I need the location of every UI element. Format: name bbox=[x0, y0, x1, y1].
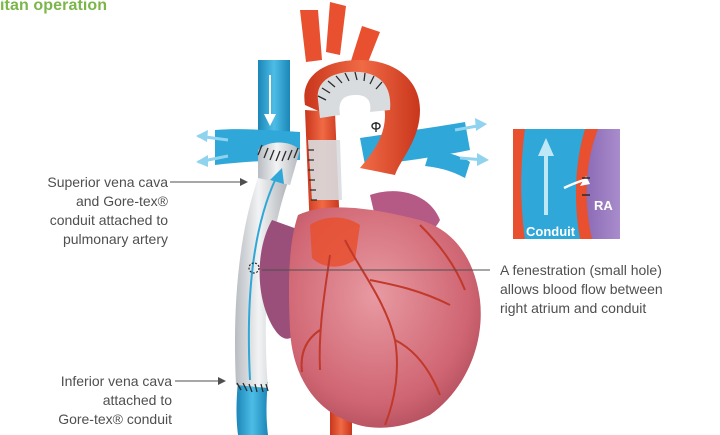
pulmonary-branch-lower bbox=[425, 150, 470, 178]
inset-ra-label: RA bbox=[594, 198, 613, 213]
ivc-label-line-2: attached to bbox=[0, 391, 172, 410]
ivc-label-line-1: Inferior vena cava bbox=[0, 372, 172, 391]
aortic-branch-2 bbox=[326, 2, 346, 55]
fenestration-label-line-1: A fenestration (small hole) bbox=[500, 261, 720, 280]
fenestration-label-line-3: right atrium and conduit bbox=[500, 299, 720, 318]
inset-conduit-label: Conduit bbox=[526, 224, 576, 239]
pulmonary-trunk-base bbox=[310, 218, 360, 267]
fenestration-label: A fenestration (small hole) allows blood… bbox=[500, 261, 720, 318]
inset-detail: Conduit RA bbox=[513, 129, 620, 239]
svc-label-line-4: pulmonary artery bbox=[0, 230, 168, 249]
svc-label-line-2: and Gore-tex® bbox=[0, 192, 168, 211]
aortic-branch-1 bbox=[300, 10, 322, 62]
svc-label: Superior vena cava and Gore-tex® conduit… bbox=[0, 173, 168, 249]
fenestration-label-line-2: allows blood flow between bbox=[500, 280, 720, 299]
ivc-label: Inferior vena cava attached to Gore-tex®… bbox=[0, 372, 172, 429]
ivc-label-line-3: Gore-tex® conduit bbox=[0, 410, 172, 429]
inferior-vena-cava bbox=[237, 382, 269, 435]
clip-icon bbox=[372, 122, 380, 132]
svc-label-line-3: conduit attached to bbox=[0, 211, 168, 230]
svc-label-line-1: Superior vena cava bbox=[0, 173, 168, 192]
